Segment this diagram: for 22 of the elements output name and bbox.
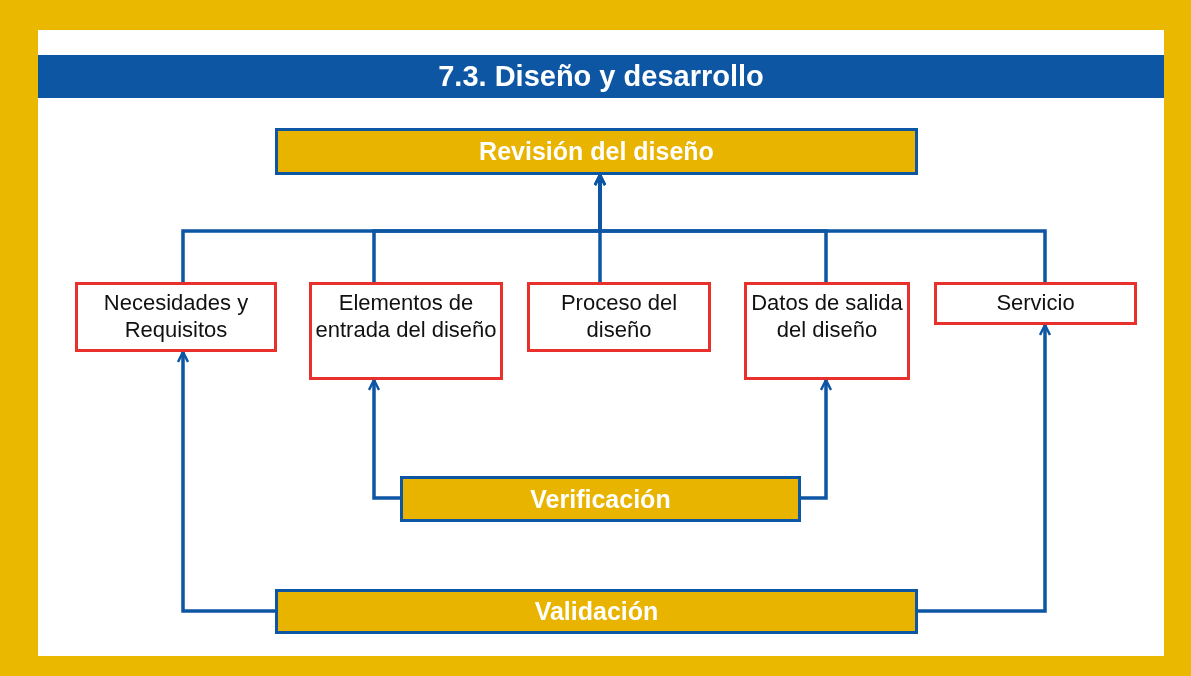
arrow (176, 350, 275, 613)
validation-box (275, 589, 918, 634)
node-label: Validación (534, 597, 659, 626)
process-box (527, 282, 711, 352)
process-box (309, 282, 503, 380)
review-box (275, 128, 918, 175)
node-label: Elementos de entrada del diseño (314, 289, 498, 343)
node-label: Revisión del diseño (479, 137, 714, 166)
arrow (367, 378, 400, 500)
arrow (801, 378, 833, 500)
title-banner: 7.3. Diseño y desarrollo (38, 55, 1164, 98)
node-label: Verificación (530, 484, 671, 514)
node-label: Servicio (996, 289, 1075, 316)
node-label: Datos de salida del diseño (750, 289, 904, 343)
node-label: Necesidades y Requisitos (102, 289, 250, 343)
verification-box (400, 476, 801, 522)
arrow (918, 323, 1052, 613)
arrow (593, 173, 1047, 282)
process-box (934, 282, 1137, 325)
process-box (744, 282, 910, 380)
process-box (75, 282, 277, 352)
node-label: Proceso del diseño (559, 289, 679, 343)
